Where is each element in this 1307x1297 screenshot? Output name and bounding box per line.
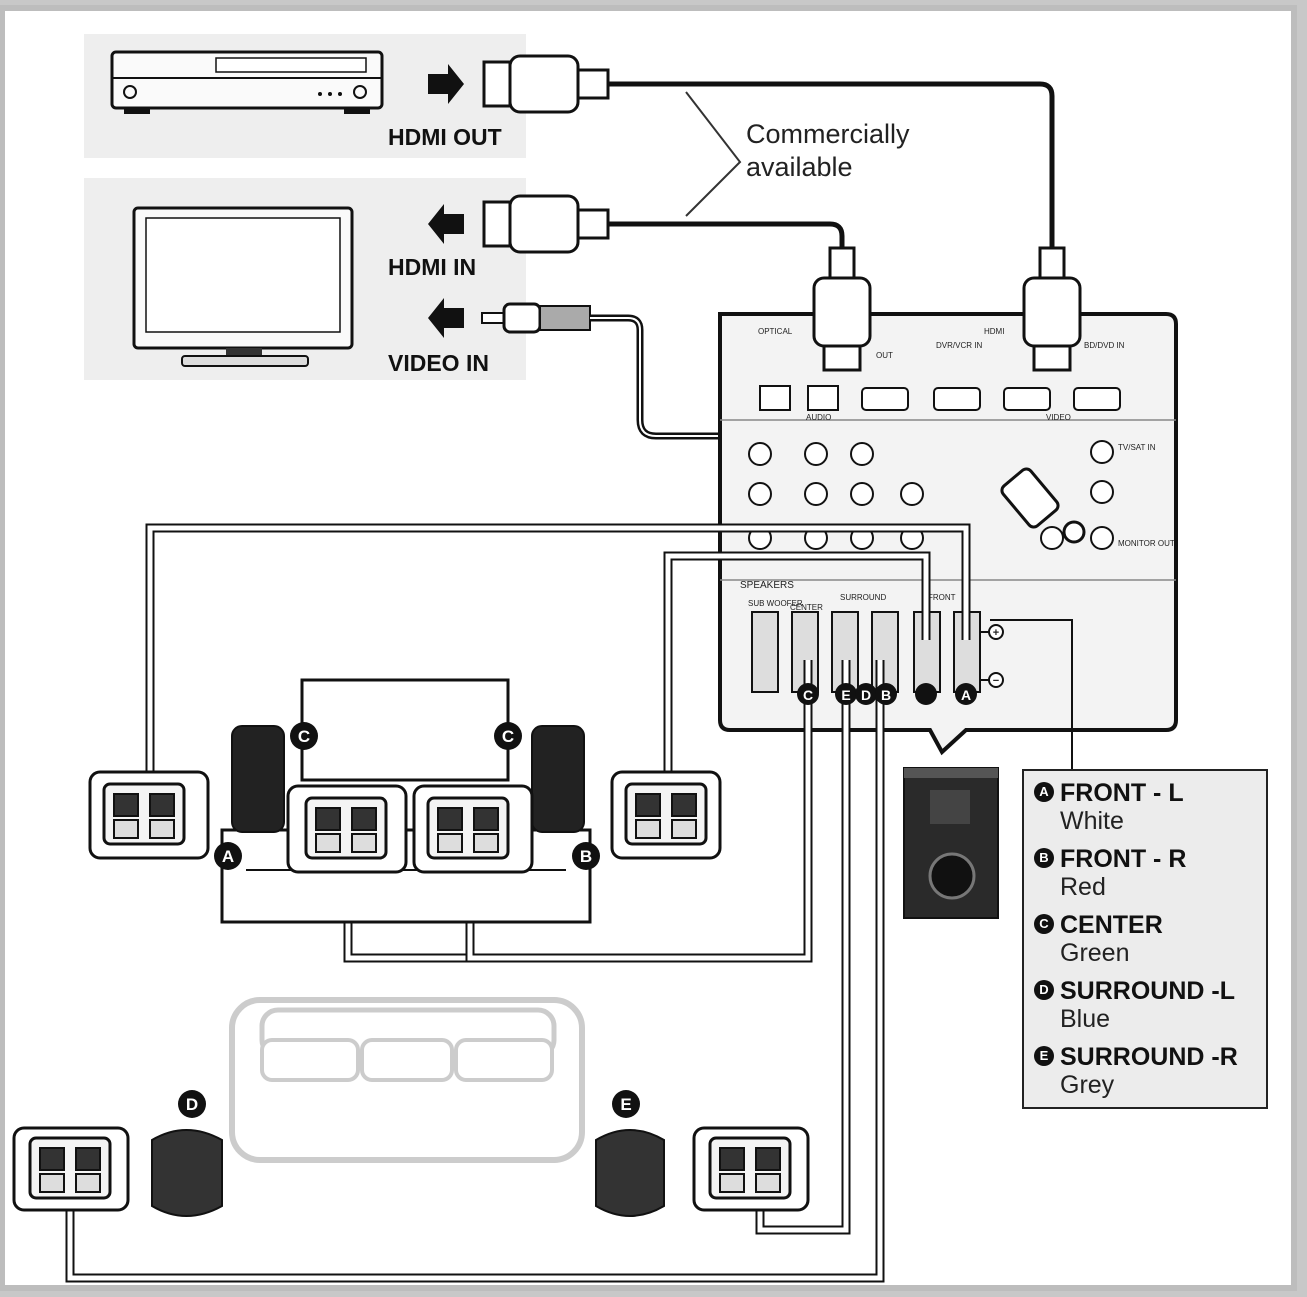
legend-badge: B bbox=[1034, 848, 1054, 868]
front-right-speaker-icon bbox=[531, 725, 585, 833]
hdmi-cable-bd bbox=[608, 81, 1055, 248]
cable-brace bbox=[685, 91, 742, 217]
panel-label-subwoofer: SUB WOOFER bbox=[748, 599, 803, 608]
panel-label-bd-dvd-in: BD/DVD IN bbox=[1084, 341, 1125, 350]
legend-color: White bbox=[1060, 807, 1124, 835]
panel-label-video: VIDEO bbox=[1046, 413, 1071, 422]
cable-note-line1: Commercially bbox=[746, 119, 910, 149]
panel-label-monitor-out: MONITOR OUT bbox=[1118, 539, 1175, 548]
rca-plug-icon bbox=[1000, 467, 1086, 544]
polarity-plus: + bbox=[993, 627, 999, 639]
terminal-badge-a: A bbox=[961, 687, 971, 703]
legend-badge: C bbox=[1034, 914, 1054, 934]
video-in-label: VIDEO IN bbox=[388, 350, 489, 376]
badge-c-right: C bbox=[502, 727, 514, 746]
hdmi-plug-icon bbox=[812, 246, 872, 372]
legend-badge: A bbox=[1034, 782, 1054, 802]
polarity-minus-icon: − bbox=[988, 672, 1004, 688]
polarity-minus: − bbox=[993, 675, 999, 687]
rca-plug-icon bbox=[481, 302, 591, 334]
panel-label-front: FRONT bbox=[928, 593, 956, 602]
legend-color: Red bbox=[1060, 873, 1106, 901]
panel-label-optical: OPTICAL bbox=[758, 327, 793, 336]
sofa-icon bbox=[229, 997, 585, 1163]
legend-color: Grey bbox=[1060, 1071, 1115, 1099]
tv-icon bbox=[132, 206, 354, 367]
terminal-badges: C E D B A bbox=[797, 683, 977, 705]
hdmi-cable-tv bbox=[608, 221, 845, 248]
legend-badge: E bbox=[1034, 1046, 1054, 1066]
cable-note-line2: available bbox=[746, 152, 853, 182]
surround-right-speaker-icon bbox=[595, 1129, 665, 1217]
badge-a: A bbox=[222, 847, 234, 866]
panel-label-audio: AUDIO bbox=[806, 413, 831, 422]
panel-label-surround: SURROUND bbox=[840, 593, 886, 602]
badge-c-left: C bbox=[298, 727, 310, 746]
hdmi-plug-icon bbox=[482, 54, 610, 114]
legend-title: FRONT - L bbox=[1060, 779, 1184, 807]
badge-d: D bbox=[186, 1095, 198, 1114]
legend-color: Green bbox=[1060, 939, 1130, 967]
speaker-terminal-block bbox=[751, 611, 994, 693]
badge-e: E bbox=[620, 1095, 631, 1114]
hdmi-out-label: HDMI OUT bbox=[388, 124, 502, 150]
terminal-callout-front-right bbox=[610, 770, 722, 860]
bd-player-icon bbox=[110, 50, 384, 114]
subwoofer-icon bbox=[903, 767, 999, 919]
hdmi-in-label: HDMI IN bbox=[388, 254, 477, 280]
polarity-plus-icon: + bbox=[988, 624, 1004, 640]
legend-badge: D bbox=[1034, 980, 1054, 1000]
speaker-legend: A FRONT - L White B FRONT - R Red C CENT… bbox=[1022, 769, 1268, 1109]
arrow-left-icon bbox=[428, 204, 464, 244]
badge-b: B bbox=[580, 847, 592, 866]
terminal-badge-b: B bbox=[881, 687, 891, 703]
hdmi-plug-icon bbox=[1022, 246, 1082, 372]
arrow-right-icon bbox=[428, 64, 464, 104]
panel-label-dvr-vcr-in: DVR/VCR IN bbox=[936, 341, 982, 350]
legend-title: FRONT - R bbox=[1060, 845, 1187, 873]
terminal-callout-center-right bbox=[412, 784, 534, 874]
panel-label-center: CENTER bbox=[790, 603, 823, 612]
legend-title: CENTER bbox=[1060, 911, 1163, 939]
terminal-callout-surround-left bbox=[12, 1126, 130, 1212]
arrow-left-icon bbox=[428, 298, 464, 338]
terminal-badge-e: E bbox=[841, 687, 850, 703]
panel-label-hdmi: HDMI bbox=[984, 327, 1004, 336]
legend-leader-line bbox=[990, 619, 1073, 770]
legend-title: SURROUND -L bbox=[1060, 977, 1235, 1005]
panel-label-speakers: SPEAKERS bbox=[740, 580, 794, 591]
terminal-callout-center-left bbox=[286, 784, 408, 874]
terminal-callout-surround-right bbox=[692, 1126, 810, 1212]
legend-color: Blue bbox=[1060, 1005, 1111, 1033]
hdmi-plug-icon bbox=[482, 194, 610, 254]
speaker-badges: A C C B D E bbox=[178, 722, 640, 1118]
terminal-badge-c: C bbox=[803, 687, 813, 703]
front-left-speaker-icon bbox=[231, 725, 285, 833]
terminal-badge-d: D bbox=[861, 687, 871, 703]
terminal-callout-front-left bbox=[88, 770, 210, 860]
panel-label-tv-sat-in: TV/SAT IN bbox=[1118, 443, 1156, 452]
legend-title: SURROUND -R bbox=[1060, 1043, 1238, 1071]
panel-label-out: OUT bbox=[876, 351, 893, 360]
surround-left-speaker-icon bbox=[151, 1129, 223, 1217]
